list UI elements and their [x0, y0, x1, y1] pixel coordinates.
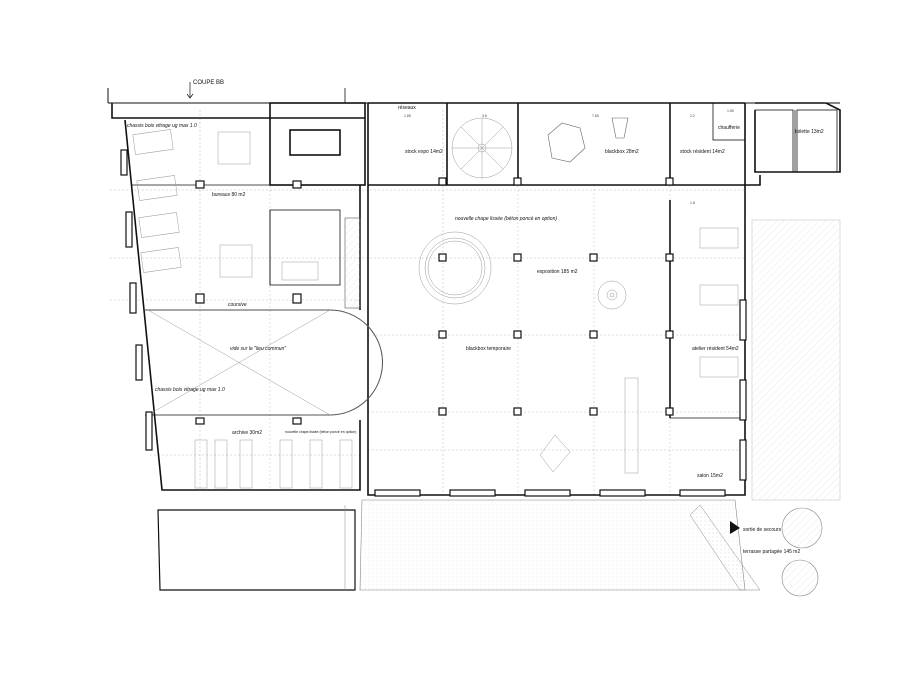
- atelier-desks: [699, 227, 739, 378]
- dimension: 1.8: [690, 201, 695, 205]
- label-chaufferie: chaufferie: [718, 125, 740, 131]
- round-installation: [418, 231, 627, 310]
- note-chassis-top: chassis bois vitrage ug max 1.0: [127, 123, 197, 129]
- spiral-stair: [451, 117, 513, 179]
- note-chape-main: nouvelle chape lissée (béton poncé en op…: [455, 216, 558, 222]
- facade-windows: [120, 149, 747, 497]
- label-blackbox-temporaire: blackbox temporaire: [466, 346, 512, 352]
- dimension: 7.80: [592, 114, 599, 118]
- label-exposition: exposition 185 m2: [537, 269, 578, 275]
- walls: [111, 102, 841, 496]
- label-atelier: atelier résident 54m2: [692, 346, 739, 352]
- label-stock-expo: stock expo 14m2: [405, 149, 443, 155]
- label-stock-resident: stock résident 14m2: [680, 149, 725, 155]
- columns: [195, 177, 674, 425]
- label-salon: salon 15m2: [697, 473, 723, 479]
- emergency-exit-arrow-icon: [730, 521, 740, 534]
- exterior-terrace: [157, 219, 841, 591]
- dimension: 3.6: [482, 114, 487, 118]
- archive-shelves: [194, 439, 353, 489]
- stair: [344, 217, 361, 309]
- label-coursive: coursive: [228, 302, 247, 308]
- structural-grid: [110, 110, 745, 495]
- label-void: vide sur le "lieu commun": [230, 346, 287, 352]
- umbrellas: [781, 507, 823, 597]
- label-reseaux: réseaux: [398, 105, 416, 111]
- dimension: 1.85: [404, 114, 411, 118]
- label-terrasse: terrasse partagée 145 m2: [743, 549, 801, 555]
- note-chassis-mid: chassis bois vitrage ug max 1.0: [155, 387, 225, 393]
- section-arrow-icon: [186, 82, 194, 99]
- dimension: 1.55: [727, 109, 734, 113]
- label-toilette: toilette 13m2: [795, 129, 824, 135]
- label-archive: archive 30m2: [232, 430, 263, 436]
- office-desks: [132, 129, 319, 281]
- label-sortie: sortie de secours: [743, 527, 782, 533]
- note-chape-archive: nouvelle chape lissée (béton poncé en op…: [285, 430, 357, 434]
- section-marker: COUPE BB: [193, 80, 225, 86]
- label-blackbox: blackbox 28m2: [605, 149, 639, 155]
- dimension: 2.2: [690, 114, 695, 118]
- label-bureaux: bureaux 80 m2: [212, 192, 246, 198]
- blackbox-sculpture: [547, 122, 586, 163]
